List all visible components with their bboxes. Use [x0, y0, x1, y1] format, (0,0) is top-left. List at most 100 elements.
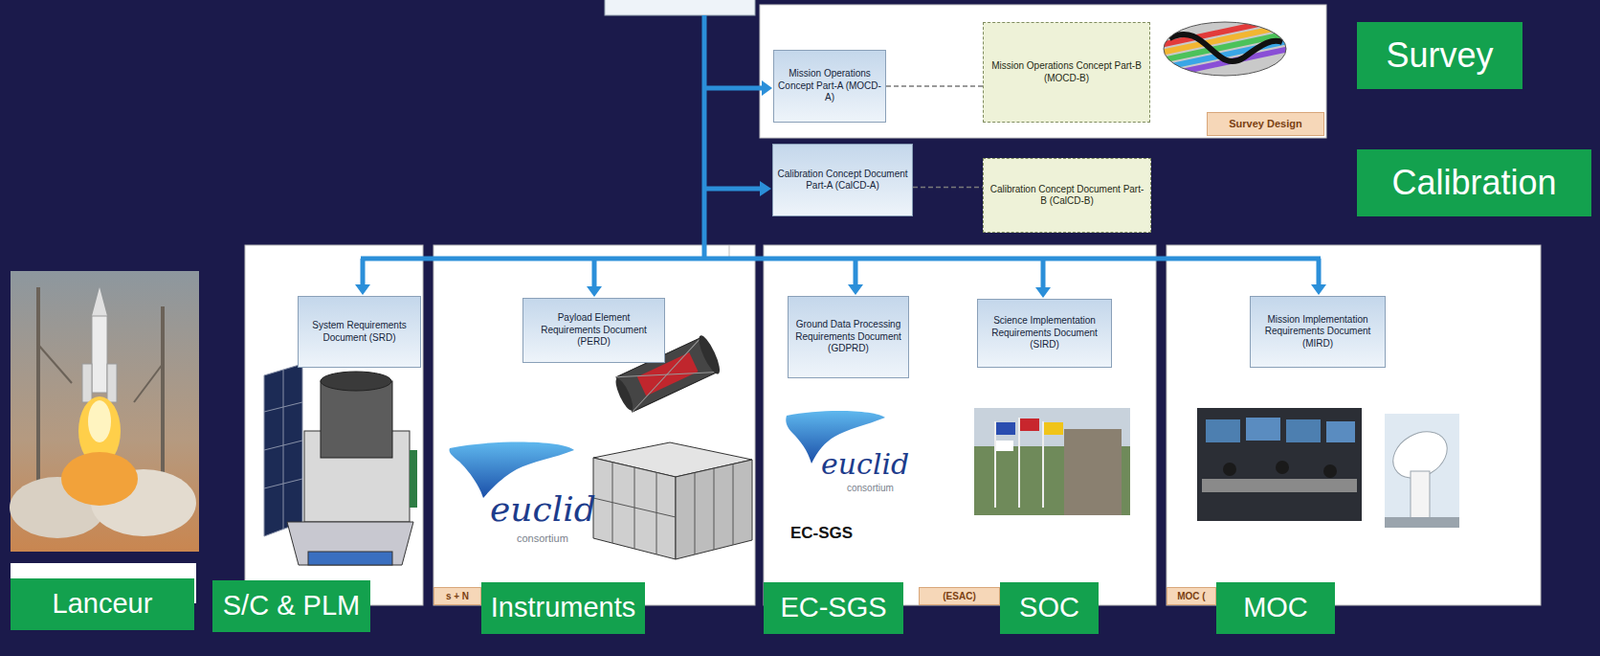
- control-room-photo: [1245, 417, 1281, 441]
- flags-photo: [974, 407, 1131, 515]
- flow-arrow: [360, 258, 366, 286]
- node-text: EC-SGS: [779, 592, 887, 623]
- flow-arrow: [592, 258, 598, 288]
- category-tag: Survey: [1356, 22, 1523, 89]
- instrument-box: [713, 467, 715, 550]
- flow-arrow: [1316, 258, 1322, 286]
- control-room-photo: [1286, 419, 1321, 443]
- control-room-photo: [1323, 464, 1337, 478]
- spacecraft: [308, 551, 393, 565]
- category-tag: Calibration: [1356, 149, 1592, 217]
- node-text: MOC (: [1177, 590, 1205, 601]
- launcher-photo: [88, 400, 112, 443]
- category-tag: Lanceur: [10, 577, 195, 630]
- node-text: Science Implementation Requirements Docu…: [981, 314, 1108, 352]
- node-text: Payload Element Requirements Document (P…: [527, 311, 661, 349]
- survey-panel: [759, 4, 1327, 138]
- flow-arrow: [702, 15, 708, 261]
- document-box: Mission Operations Concept Part-A (MOCD-…: [773, 49, 887, 123]
- spacecraft: [283, 369, 285, 530]
- node-text: Survey: [1385, 36, 1493, 75]
- logo-wordmark: euclid: [821, 447, 910, 480]
- flags-photo: [996, 440, 1014, 451]
- document-box: Mission Implementation Requirements Docu…: [1249, 295, 1386, 368]
- spacecraft: [409, 449, 418, 508]
- group-panel: [1166, 244, 1541, 605]
- document-box: System Requirements Document (SRD): [297, 295, 422, 368]
- launcher-photo: [91, 315, 108, 393]
- group-panel: [244, 244, 1541, 605]
- antenna-photo: [1410, 470, 1430, 519]
- flow-arrow: [360, 256, 1321, 262]
- instrument-box: [593, 442, 753, 559]
- node-text: MOC: [1243, 592, 1309, 623]
- panel-tag: MOC (: [1166, 586, 1217, 605]
- launcher-photo: [107, 363, 117, 402]
- flow-arrow: [1035, 287, 1051, 298]
- sky-map: [1163, 22, 1287, 76]
- node-text: Calibration Concept Document Part-B (Cal…: [987, 183, 1147, 208]
- instrument-box: [593, 457, 676, 559]
- survey-panel: [759, 4, 1327, 138]
- instrument-box: [733, 464, 734, 545]
- node-text: s + N: [445, 590, 469, 601]
- panel-tag: (ESAC): [918, 586, 1000, 605]
- flow-arrow: [759, 180, 772, 197]
- control-room-photo: [1275, 460, 1289, 474]
- flags-photo: [974, 407, 1131, 515]
- instrument-box: [593, 497, 676, 517]
- control-room-photo: [1205, 419, 1241, 443]
- group-panel: [433, 244, 756, 605]
- logo-subtitle: consortium: [516, 532, 569, 544]
- logo-wordmark: euclid: [489, 489, 597, 529]
- dashed-connector: [912, 186, 983, 188]
- control-room-photo: [1197, 407, 1362, 521]
- node-text: Calibration: [1391, 163, 1556, 202]
- flow-arrow: [847, 284, 864, 295]
- logo-subtitle: consortium: [846, 482, 894, 493]
- category-tag: S/C & PLM: [212, 579, 371, 632]
- spacecraft: [320, 380, 393, 458]
- group-panel: [244, 244, 423, 605]
- launcher-photo: [38, 344, 72, 383]
- top-box: [604, 0, 756, 16]
- flow-arrow: [1041, 258, 1046, 289]
- node-text: Lanceur: [52, 588, 154, 620]
- group-panel: [763, 244, 1156, 605]
- sky-map: [1160, 16, 1289, 78]
- flow-arrow: [761, 80, 773, 96]
- document-box-draft: Calibration Concept Document Part-B (Cal…: [982, 157, 1152, 233]
- flags-photo: [1018, 417, 1021, 508]
- node-text: System Requirements Document (SRD): [302, 319, 417, 344]
- node-text: S/C & PLM: [222, 590, 360, 622]
- instrument-box: [675, 459, 753, 559]
- category-tag: Instruments: [481, 581, 645, 634]
- node-text: Mission Implementation Requirements Docu…: [1254, 313, 1381, 351]
- node-text: Survey Design: [1228, 117, 1302, 130]
- node-text: Calibration Concept Document Part-A (Cal…: [777, 168, 909, 193]
- flags-photo: [1044, 422, 1064, 435]
- node-text: (ESAC): [942, 590, 976, 601]
- instrument-box: [656, 471, 658, 555]
- document-box-draft: Mission Operations Concept Part-B (MOCD-…: [982, 22, 1151, 123]
- document-box: Payload Element Requirements Document (P…: [522, 297, 666, 363]
- node-text: Mission Operations Concept Part-A (MOCD-…: [777, 67, 882, 105]
- category-tag: MOC: [1216, 581, 1335, 634]
- launcher-photo: [61, 451, 138, 506]
- antenna-photo: [1384, 413, 1460, 528]
- control-room-photo: [1201, 478, 1357, 492]
- node-text: Instruments: [490, 592, 637, 623]
- flow-arrow: [1311, 284, 1327, 295]
- flow-arrow: [355, 284, 371, 295]
- flags-photo: [996, 422, 1016, 435]
- flow-arrow: [355, 15, 1327, 298]
- node-text: SOC: [1019, 592, 1080, 623]
- spacecraft: [264, 363, 303, 536]
- telescope: [694, 333, 723, 377]
- launcher-photo: [9, 270, 200, 603]
- sky-map: [1160, 16, 1289, 78]
- top-box: [604, 0, 756, 16]
- flags-photo: [1042, 421, 1045, 508]
- category-tag: EC-SGS: [763, 581, 904, 634]
- logo-caption: EC-SGS: [790, 524, 853, 543]
